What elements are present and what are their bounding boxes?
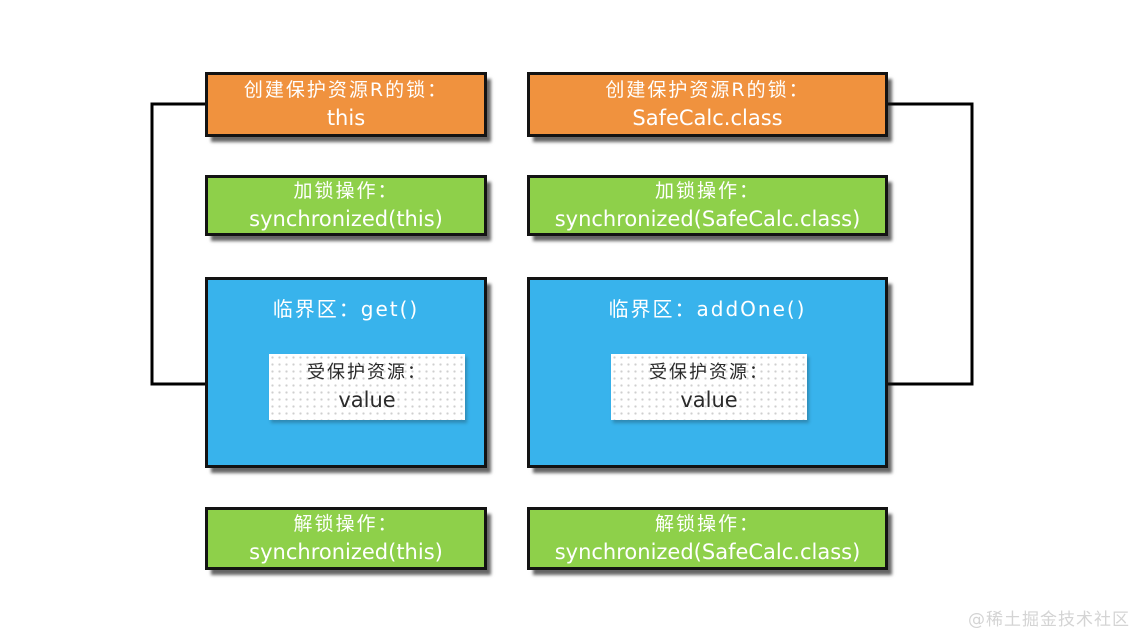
- lock-creation-label: 创建保护资源R的锁：: [243, 78, 449, 101]
- lock-operation-code: synchronized(SafeCalc.class): [554, 206, 861, 231]
- protected-resource-label: 受保护资源：: [307, 362, 427, 383]
- lock-operation-label: 加锁操作：: [654, 179, 760, 202]
- lock-operation-label: 加锁操作：: [293, 179, 399, 202]
- lock-operation-code: synchronized(this): [249, 206, 443, 231]
- lock-creation-box-class: 创建保护资源R的锁： SafeCalc.class: [527, 72, 888, 137]
- lock-creation-box-this: 创建保护资源R的锁： this: [205, 72, 487, 137]
- unlock-operation-box-this: 解锁操作： synchronized(this): [205, 507, 487, 570]
- unlock-operation-label: 解锁操作：: [293, 512, 399, 535]
- lock-creation-value: this: [326, 105, 366, 130]
- critical-section-title: 临界区：get(): [272, 297, 420, 321]
- lock-creation-label: 创建保护资源R的锁：: [605, 78, 810, 101]
- protected-resource-value: value: [680, 388, 738, 412]
- protected-resource-label: 受保护资源：: [649, 362, 769, 383]
- critical-section-box-addone: 临界区：addOne() 受保护资源： value: [527, 277, 888, 468]
- critical-section-box-get: 临界区：get() 受保护资源： value: [205, 277, 487, 468]
- lock-operation-box-class: 加锁操作： synchronized(SafeCalc.class): [527, 175, 888, 236]
- unlock-operation-code: synchronized(SafeCalc.class): [554, 539, 861, 564]
- lock-operation-box-this: 加锁操作： synchronized(this): [205, 175, 487, 236]
- lock-creation-value: SafeCalc.class: [632, 105, 783, 130]
- unlock-operation-label: 解锁操作：: [654, 512, 760, 535]
- unlock-operation-box-class: 解锁操作： synchronized(SafeCalc.class): [527, 507, 888, 570]
- unlock-operation-code: synchronized(this): [249, 539, 443, 564]
- protected-resource-box-left: 受保护资源： value: [269, 354, 465, 420]
- critical-section-title: 临界区：addOne(): [608, 297, 807, 321]
- protected-resource-box-right: 受保护资源： value: [611, 354, 807, 420]
- juejin-watermark: @稀土掘金技术社区: [968, 610, 1130, 630]
- protected-resource-value: value: [338, 388, 396, 412]
